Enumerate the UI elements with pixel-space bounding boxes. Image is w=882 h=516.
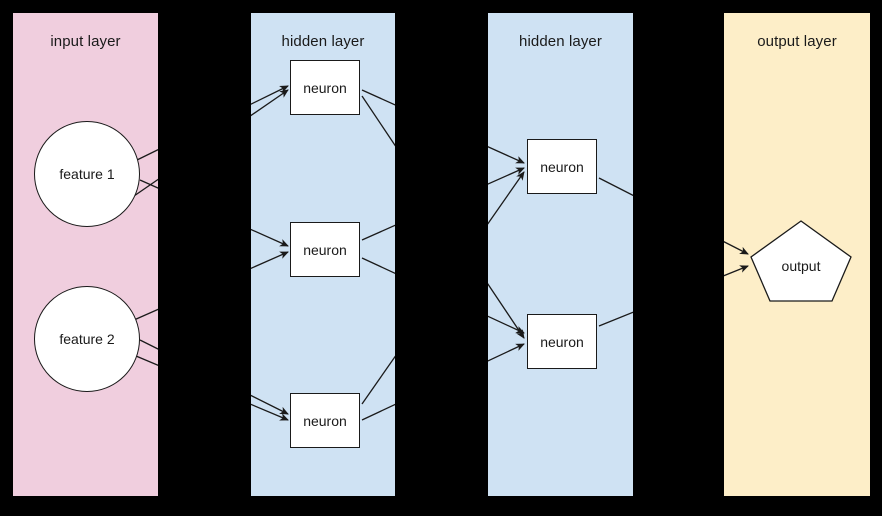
layer-panel-input: input layer	[13, 13, 158, 496]
node-label-feature-1: feature 1	[59, 166, 115, 182]
node-hidden1-neuron-1[interactable]: neuron	[290, 60, 360, 115]
gap-input-hidden1	[158, 0, 251, 516]
node-label-feature-2: feature 2	[59, 331, 115, 347]
layer-title-hidden-1: hidden layer	[281, 33, 365, 50]
gap-hidden1-hidden2	[395, 0, 488, 516]
node-feature-1[interactable]: feature 1	[34, 121, 140, 227]
pentagon-shape	[750, 220, 852, 302]
gap-right	[870, 0, 882, 516]
node-feature-2[interactable]: feature 2	[34, 286, 140, 392]
node-label-output: output	[781, 258, 821, 274]
node-hidden2-neuron-1[interactable]: neuron	[527, 139, 597, 194]
node-hidden1-neuron-3[interactable]: neuron	[290, 393, 360, 448]
layer-title-hidden-2: hidden layer	[519, 33, 602, 50]
node-output[interactable]: output	[750, 220, 852, 302]
node-label-hidden1-neuron-3: neuron	[303, 412, 347, 429]
node-hidden2-neuron-2[interactable]: neuron	[527, 314, 597, 369]
node-label-hidden2-neuron-1: neuron	[540, 158, 584, 175]
layer-panel-hidden-2: hidden layer	[488, 13, 633, 496]
node-label-hidden1-neuron-1: neuron	[303, 79, 347, 96]
node-label-hidden1-neuron-2: neuron	[303, 241, 347, 258]
layer-title-input: input layer	[50, 33, 121, 50]
gap-hidden2-output	[633, 0, 724, 516]
node-label-hidden2-neuron-2: neuron	[540, 333, 584, 350]
layer-title-output: output layer	[757, 33, 837, 50]
gap-left	[0, 0, 13, 516]
node-hidden1-neuron-2[interactable]: neuron	[290, 222, 360, 277]
